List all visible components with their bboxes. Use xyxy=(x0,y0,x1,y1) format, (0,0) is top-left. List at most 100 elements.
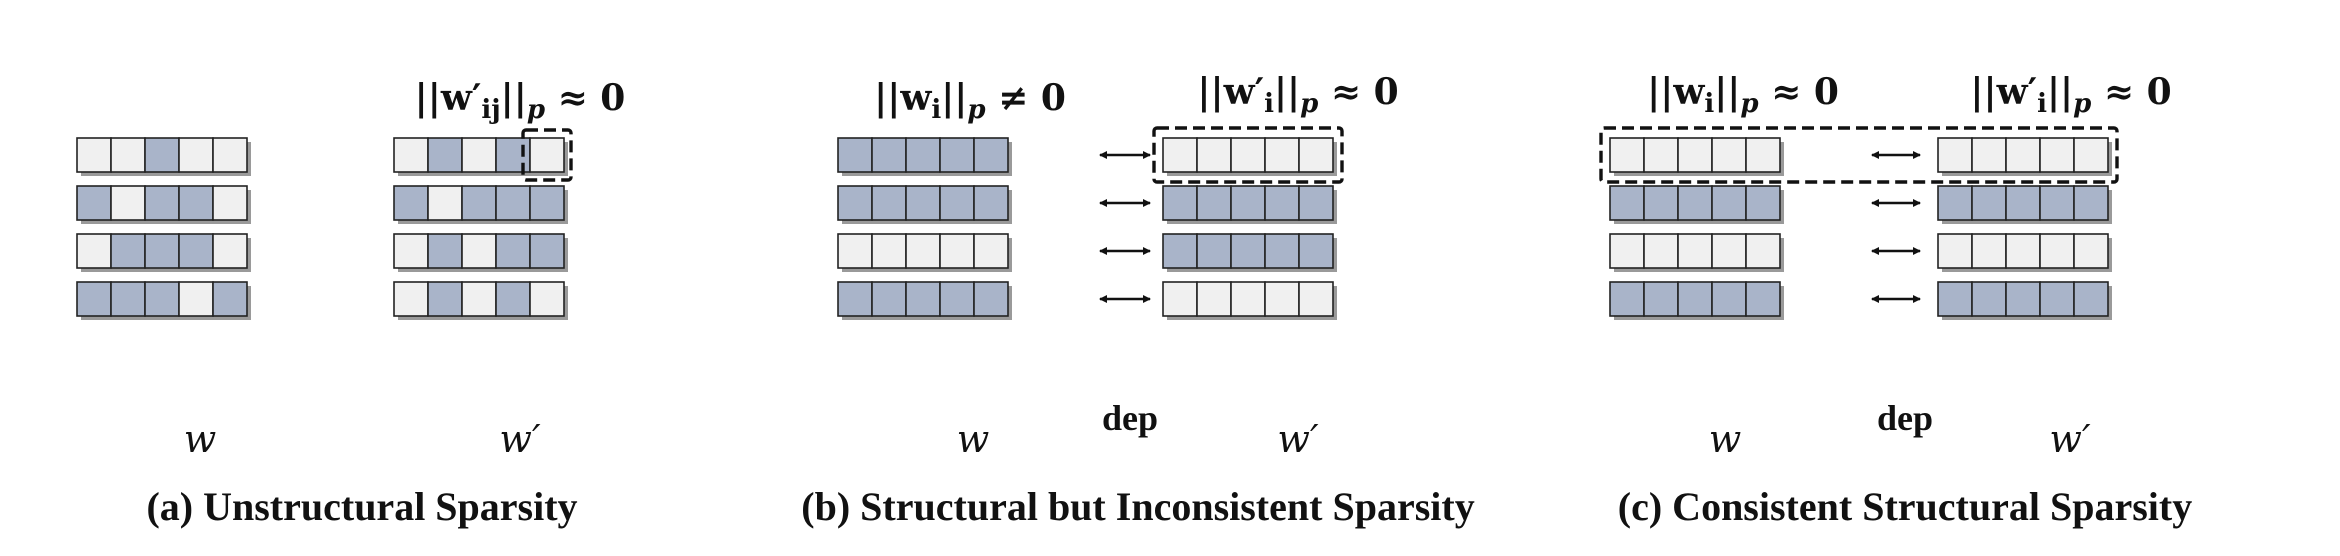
w-consistent-row-3 xyxy=(1609,233,1784,272)
w-unstructural-row-2 xyxy=(76,185,251,224)
dependency-arrows-consistent xyxy=(1871,151,1921,303)
weight-cell-filled xyxy=(427,281,463,317)
weight-cell-empty xyxy=(212,233,248,269)
weight-cell-empty xyxy=(461,233,497,269)
weight-cell-empty xyxy=(461,281,497,317)
matrix-w-consistent xyxy=(1609,137,1784,320)
var-label-w-inconsistent: w xyxy=(957,417,990,461)
weight-cell-empty xyxy=(939,233,975,269)
weight-cell-empty xyxy=(2073,137,2109,173)
weight-cell-filled xyxy=(495,185,531,221)
w-unstructural-row-1 xyxy=(76,137,251,176)
weight-cell-filled xyxy=(2005,281,2041,317)
w-prime-inconsistent-row-2 xyxy=(1162,185,1337,224)
w-prime-consistent-row-3 xyxy=(1937,233,2112,272)
weight-cell-filled xyxy=(973,137,1009,173)
weight-cell-filled xyxy=(2073,185,2109,221)
weight-cell-filled xyxy=(1643,185,1679,221)
w-prime-unstructural-row-4 xyxy=(393,281,568,320)
var-label-w-prime-consistent: w′ xyxy=(2049,417,2091,461)
weight-cell-filled xyxy=(212,281,248,317)
weight-cell-filled xyxy=(939,185,975,221)
weight-cell-filled xyxy=(905,281,941,317)
weight-cell-empty xyxy=(461,137,497,173)
weight-cell-filled xyxy=(939,137,975,173)
caption-consistent: (c) Consistent Structural Sparsity xyxy=(1618,484,2192,529)
weight-cell-empty xyxy=(1230,281,1266,317)
weight-cell-empty xyxy=(393,137,429,173)
matrix-w-prime-inconsistent xyxy=(1162,137,1337,320)
weight-cell-filled xyxy=(144,137,180,173)
weight-cell-empty xyxy=(973,233,1009,269)
weight-cell-filled xyxy=(178,233,214,269)
weight-cell-empty xyxy=(178,281,214,317)
norm-label-inconsistent-left: ||wi||p ≠ 0 xyxy=(874,77,1066,125)
weight-cell-filled xyxy=(1745,281,1781,317)
weight-cell-filled xyxy=(1677,281,1713,317)
weight-cell-empty xyxy=(393,281,429,317)
var-label-w-prime-inconsistent: w′ xyxy=(1277,417,1319,461)
weight-cell-filled xyxy=(871,185,907,221)
highlight-pruned-row-w-prime xyxy=(1152,126,1344,184)
w-consistent-row-2 xyxy=(1609,185,1784,224)
highlight-pruned-row-both xyxy=(1599,126,2119,184)
w-prime-inconsistent-row-4 xyxy=(1162,281,1337,320)
weight-cell-empty xyxy=(178,137,214,173)
weight-cell-filled xyxy=(1643,281,1679,317)
weight-cell-empty xyxy=(427,185,463,221)
weight-cell-empty xyxy=(1298,281,1334,317)
weight-cell-filled xyxy=(393,185,429,221)
weight-cell-empty xyxy=(212,137,248,173)
weight-cell-filled xyxy=(2005,185,2041,221)
weight-cell-empty xyxy=(2039,233,2075,269)
w-prime-consistent-row-4 xyxy=(1937,281,2112,320)
w-prime-consistent-row-2 xyxy=(1937,185,2112,224)
zero-norm-highlights xyxy=(521,126,2119,184)
highlight-single-weight xyxy=(521,128,573,182)
weight-cell-empty xyxy=(1196,281,1232,317)
w-unstructural-row-4 xyxy=(76,281,251,320)
weight-cell-empty xyxy=(2073,233,2109,269)
weight-cell-empty xyxy=(871,233,907,269)
weight-cell-filled xyxy=(1298,185,1334,221)
weight-cell-empty xyxy=(1298,137,1334,173)
w-inconsistent-row-4 xyxy=(837,281,1012,320)
weight-cell-filled xyxy=(144,233,180,269)
var-label-w-prime-unstructural: w′ xyxy=(499,417,541,461)
weight-cell-empty xyxy=(1264,137,1300,173)
weight-cell-empty xyxy=(110,185,146,221)
weight-cell-filled xyxy=(1609,185,1645,221)
matrix-w-prime-consistent xyxy=(1937,137,2112,320)
var-label-w-unstructural: w xyxy=(184,417,217,461)
weight-cell-filled xyxy=(837,137,873,173)
weight-cell-filled xyxy=(1609,281,1645,317)
weight-cell-empty xyxy=(837,233,873,269)
w-prime-unstructural-row-2 xyxy=(393,185,568,224)
weight-cell-empty xyxy=(1937,137,1973,173)
weight-cell-filled xyxy=(1937,281,1973,317)
weight-cell-filled xyxy=(1264,185,1300,221)
weight-cell-filled xyxy=(2039,185,2075,221)
w-unstructural-row-3 xyxy=(76,233,251,272)
panel-consistent: ||wi||p ≈ 0 ||w′i||p ≈ 0 w w′ dep (c) Co… xyxy=(1609,71,2192,529)
weight-cell-empty xyxy=(110,137,146,173)
w-consistent-row-1 xyxy=(1609,137,1784,176)
weight-cell-empty xyxy=(905,233,941,269)
weight-cell-filled xyxy=(2039,281,2075,317)
weight-cell-empty xyxy=(529,137,565,173)
weight-cell-empty xyxy=(1162,137,1198,173)
weight-cell-empty xyxy=(1609,137,1645,173)
weight-cell-filled xyxy=(495,137,531,173)
weight-cell-filled xyxy=(905,185,941,221)
weight-cell-empty xyxy=(1643,137,1679,173)
weight-cell-empty xyxy=(1745,137,1781,173)
weight-cell-filled xyxy=(871,281,907,317)
weight-cell-empty xyxy=(1711,137,1747,173)
weight-cell-empty xyxy=(76,233,112,269)
weight-cell-filled xyxy=(1711,185,1747,221)
matrix-w-unstructural xyxy=(76,137,251,320)
weight-cell-empty xyxy=(1609,233,1645,269)
weight-cell-empty xyxy=(1162,281,1198,317)
weight-cell-filled xyxy=(837,185,873,221)
